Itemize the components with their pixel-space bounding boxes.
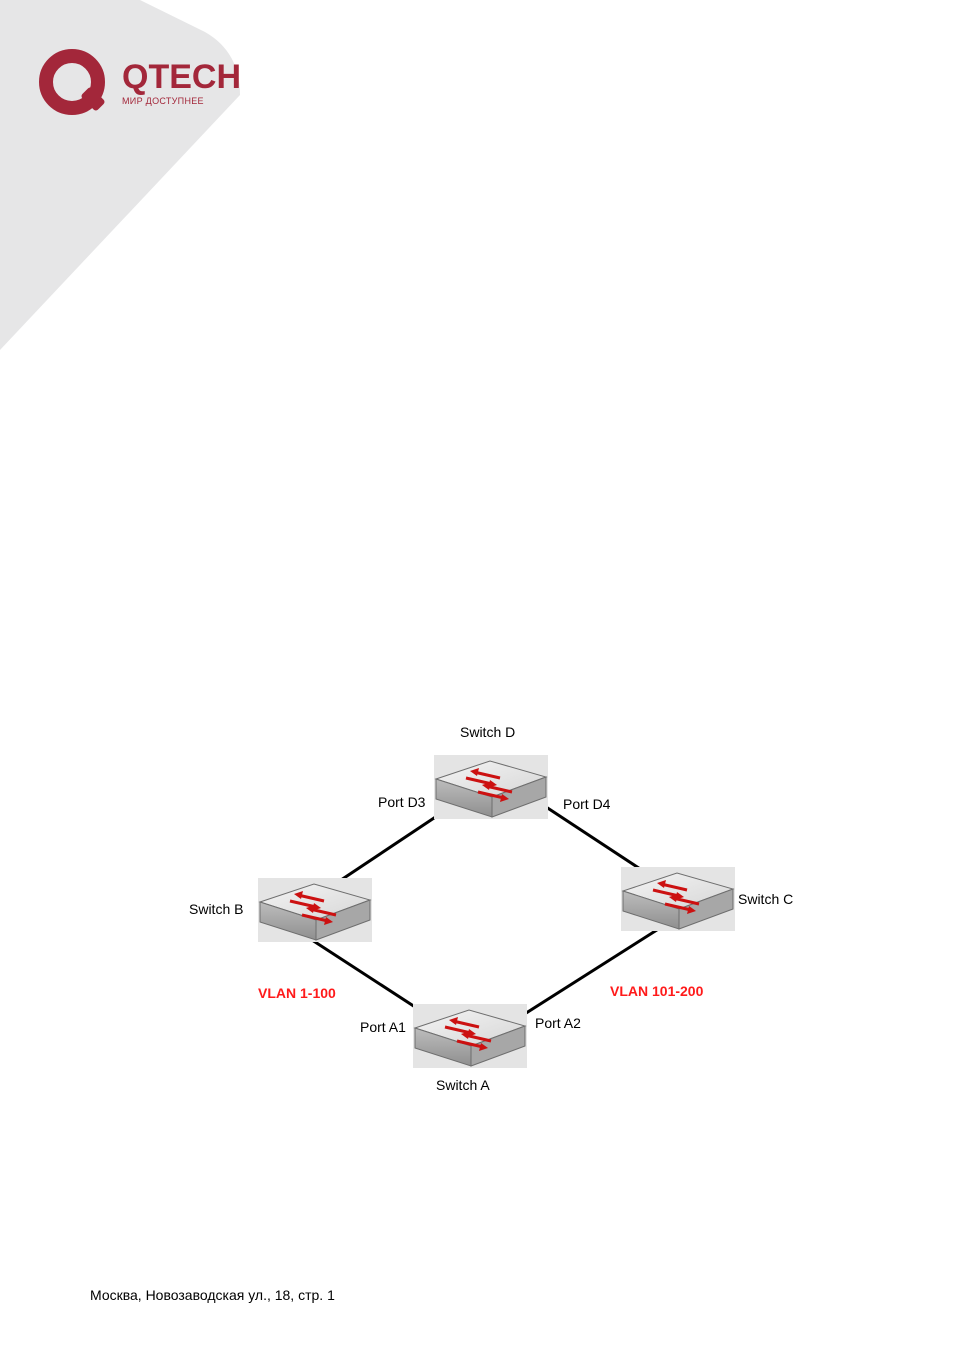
qtech-logo: QTECH МИР ДОСТУПНЕЕ [38,48,241,118]
port-d4-label: Port D4 [563,796,611,812]
port-a2-label: Port A2 [535,1015,581,1031]
switch-d-label: Switch D [460,724,516,740]
logo-tagline: МИР ДОСТУПНЕЕ [122,96,204,106]
port-d3-label: Port D3 [378,794,426,810]
port-a1-label: Port A1 [360,1019,406,1035]
switch-b-icon [256,876,374,944]
switch-b-label: Switch B [189,901,244,917]
link-d-b [337,808,447,884]
corner-decoration [0,0,240,350]
switch-a-label: Switch A [436,1077,490,1093]
logo-mark-icon [39,49,105,115]
switch-c-icon [619,865,737,933]
footer-address: Москва, Новозаводская ул., 18, стр. 1 [90,1287,335,1303]
link-c-a [511,926,661,1024]
switch-a-icon [411,1002,529,1070]
vlan-right-label: VLAN 101-200 [610,983,704,999]
switch-d-icon [432,753,550,821]
logo-wordmark: QTECH [122,58,241,96]
switch-c-label: Switch C [738,891,794,907]
link-b-a [311,938,433,1020]
vlan-left-label: VLAN 1-100 [258,985,336,1001]
